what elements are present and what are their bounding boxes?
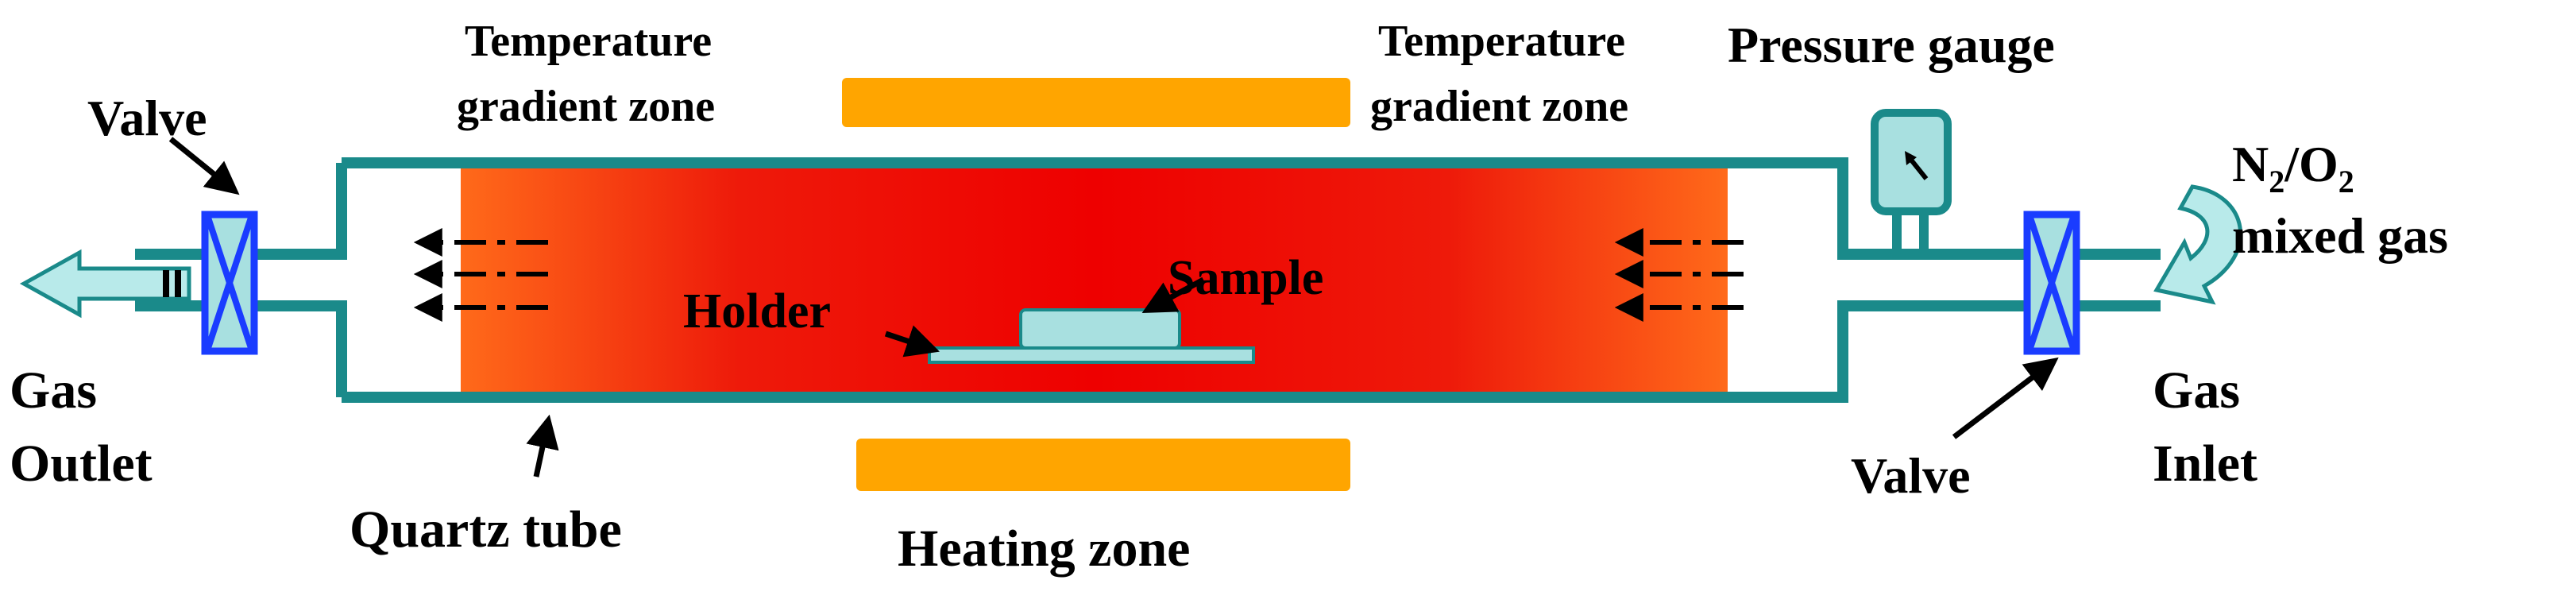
label-valve-right: Valve bbox=[1851, 447, 1971, 504]
sample bbox=[1019, 308, 1181, 350]
label-sample: Sample bbox=[1168, 251, 1323, 305]
flow-arrows-left bbox=[413, 228, 548, 322]
label-gas-inlet-1: Gas bbox=[2153, 361, 2240, 419]
label-gas-mix-line2: mixed gas bbox=[2232, 207, 2448, 264]
gas-outlet-arrow-icon bbox=[19, 249, 191, 319]
label-temp-gradient-left-1: Temperature bbox=[465, 17, 712, 66]
label-gas-mix: N2/O2 bbox=[2232, 136, 2354, 199]
heater-bar-top bbox=[842, 78, 1350, 127]
label-temp-gradient-left-2: gradient zone bbox=[457, 82, 715, 131]
pressure-gauge-icon bbox=[1871, 109, 1952, 257]
label-gas-inlet-2: Inlet bbox=[2153, 435, 2257, 493]
label-temp-gradient-right-1: Temperature bbox=[1378, 17, 1625, 66]
label-gas-outlet-1: Gas bbox=[10, 361, 97, 419]
pointer-arrows bbox=[168, 137, 2059, 477]
label-temp-gradient-right-2: gradient zone bbox=[1370, 82, 1628, 131]
valve-right-icon bbox=[2023, 211, 2080, 355]
gas-inlet-curved-arrow-icon bbox=[2153, 184, 2243, 305]
label-valve-left: Valve bbox=[87, 90, 207, 146]
holder bbox=[928, 346, 1255, 364]
quartz-tube-outline bbox=[135, 157, 2161, 403]
label-quartz-tube: Quartz tube bbox=[350, 501, 622, 559]
valve-left-icon bbox=[201, 211, 258, 355]
flow-arrows-right bbox=[1614, 228, 1744, 322]
label-pressure-gauge: Pressure gauge bbox=[1728, 17, 2055, 73]
label-holder: Holder bbox=[683, 284, 831, 338]
heater-bar-bottom bbox=[856, 439, 1350, 491]
label-gas-outlet-2: Outlet bbox=[10, 435, 153, 493]
label-heating-zone: Heating zone bbox=[898, 520, 1190, 578]
